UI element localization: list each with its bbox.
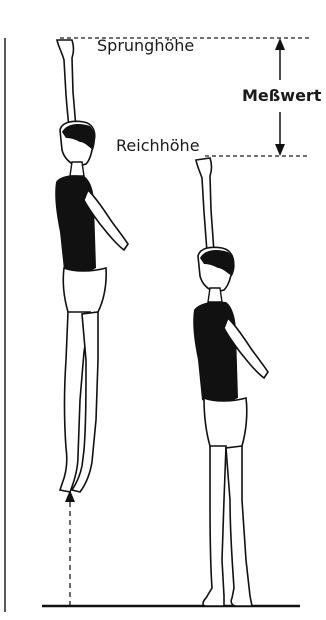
standing-athlete-figure [193, 158, 268, 606]
reach-height-label: Reichhöhe [116, 136, 200, 155]
jumping-athlete-figure [55, 40, 128, 492]
jump-arrow [65, 490, 75, 606]
measured-value-label: Meßwert [242, 86, 321, 105]
jump-height-label: Sprunghöhe [97, 36, 194, 55]
